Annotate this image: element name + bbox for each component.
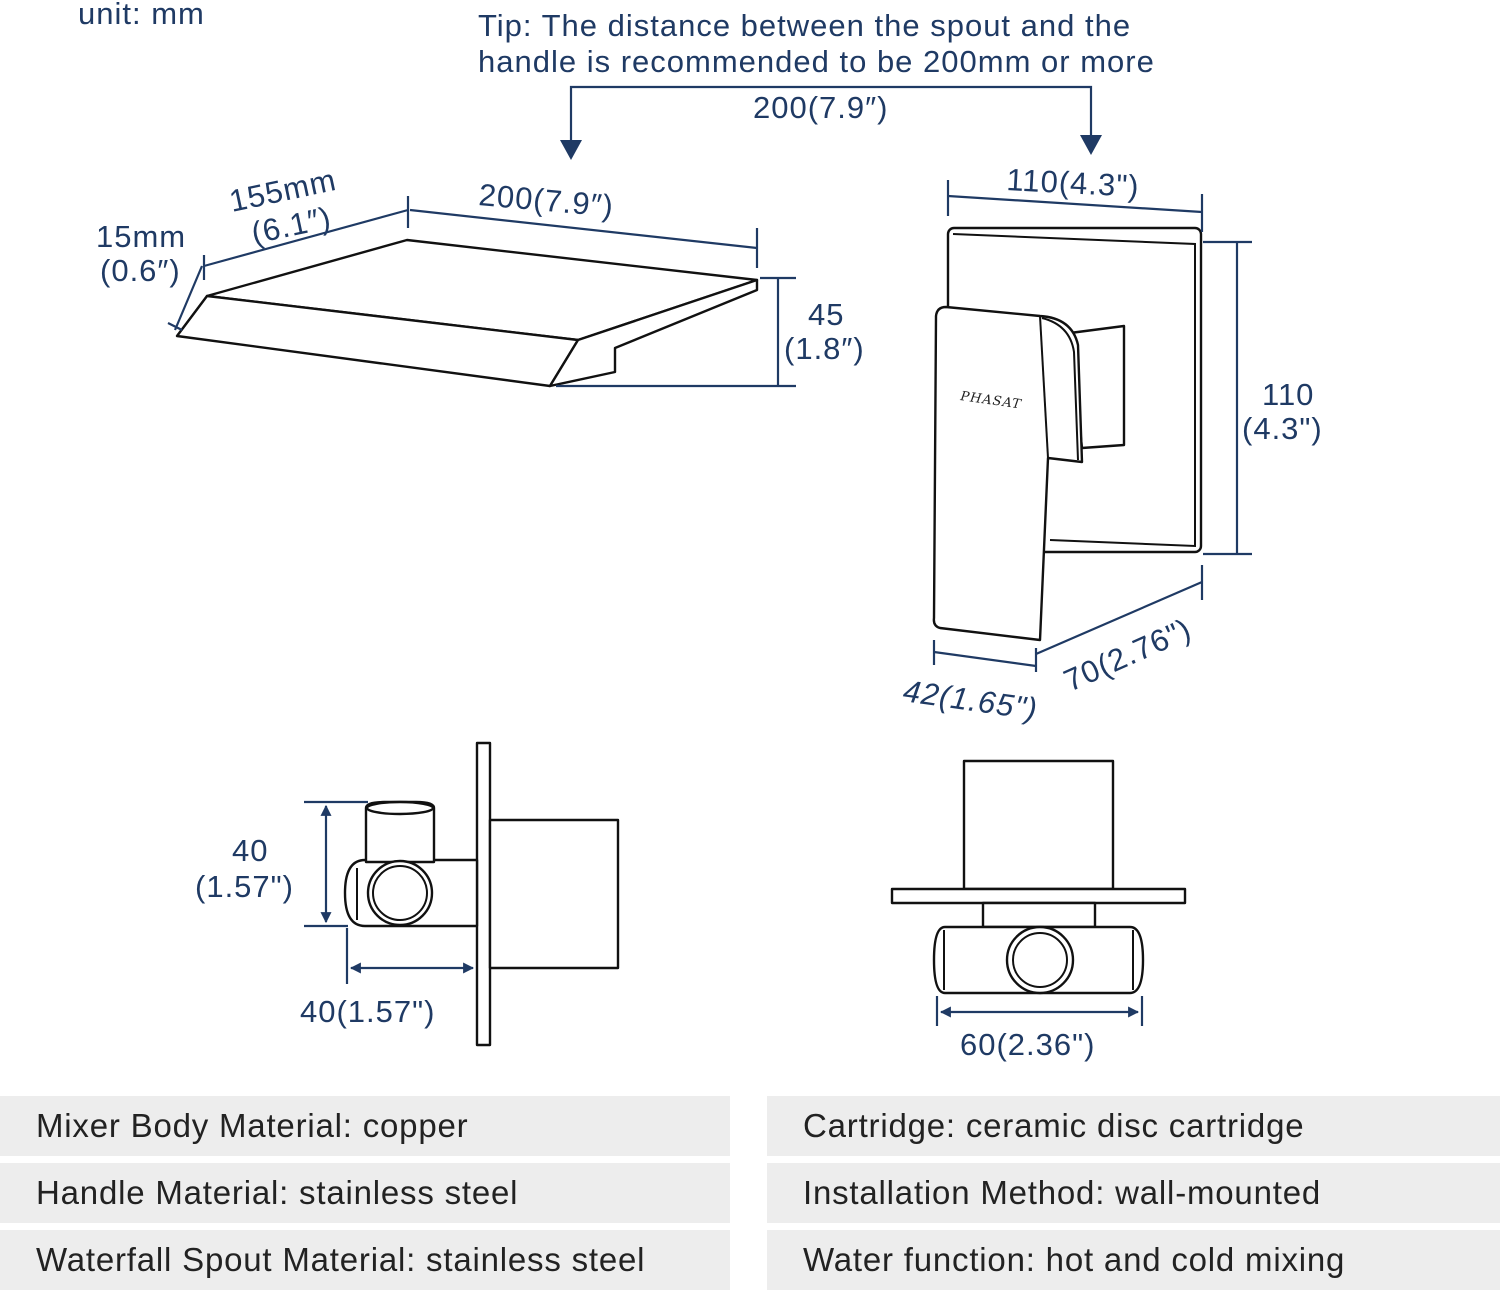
spec-panel: Handle Material: stainless steel [0,1163,730,1223]
valve-cartridge-housing [488,818,620,970]
valve-front-width: 60(2.36") [960,1027,1095,1062]
valve-height-mm: 40 [232,833,268,868]
spout-height-mm: 45 [808,297,844,332]
handle-assembly [932,226,1203,642]
valve-front-cartridge [962,759,1115,891]
tip-line-1: Tip: The distance between the spout and … [478,8,1131,43]
valve-height-in: (1.57") [195,869,294,904]
lever-width: 42(1.65") [901,673,1040,727]
spec-water-function: Water function: hot and cold mixing [803,1241,1346,1278]
tip-distance-label: 200(7.9″) [753,90,888,125]
spout-thick-mm: 15mm [96,219,186,254]
valve-front-view [890,759,1187,995]
technical-drawing: unit: mm Tip: The distance between the s… [78,0,1323,1062]
spec-spout-material: Waterfall Spout Material: stainless stee… [36,1241,646,1278]
spec-installation: Installation Method: wall-mounted [803,1174,1321,1211]
spec-panel: Cartridge: ceramic disc cartridge [767,1096,1500,1156]
tip-distance-bracket [560,85,1102,160]
valve-wall-plate [475,741,492,1047]
spec-cartridge: Cartridge: ceramic disc cartridge [803,1107,1305,1144]
spec-panel: Installation Method: wall-mounted [767,1163,1500,1223]
valve-front-port [1005,925,1075,995]
valve-depth: 40(1.57") [300,994,435,1029]
plate-height-mm: 110 [1262,377,1314,412]
spec-panel: Mixer Body Material: copper [0,1096,730,1156]
handle-dimensions [932,180,1252,672]
handle-depth: 70(2.76") [1059,611,1197,698]
arrow-down-icon [1080,135,1102,155]
plate-height-in: (4.3") [1242,411,1323,446]
spout-dimensions [167,196,796,388]
spout-thick-in: (0.6″) [100,253,181,288]
spout-height-in: (1.8″) [784,331,865,366]
valve-side-view [343,741,620,1047]
spec-mixer-body: Mixer Body Material: copper [36,1107,469,1144]
valve-front-neck [981,901,1097,929]
unit-label: unit: mm [78,0,205,31]
spec-panel: Water function: hot and cold mixing [767,1230,1500,1290]
plate-width: 110(4.3") [1006,162,1141,204]
spout-width: 200(7.9″) [477,177,615,224]
valve-front-plate [890,887,1187,905]
valve-port [366,859,434,927]
arrow-down-icon [560,140,582,160]
waterfall-spout [175,238,759,388]
spec-panel: Waterfall Spout Material: stainless stee… [0,1230,730,1290]
valve-front-dimensions [935,996,1144,1026]
spec-handle-material: Handle Material: stainless steel [36,1174,519,1211]
valve-side-dimensions [304,800,475,984]
tip-line-2: handle is recommended to be 200mm or mor… [478,44,1155,79]
